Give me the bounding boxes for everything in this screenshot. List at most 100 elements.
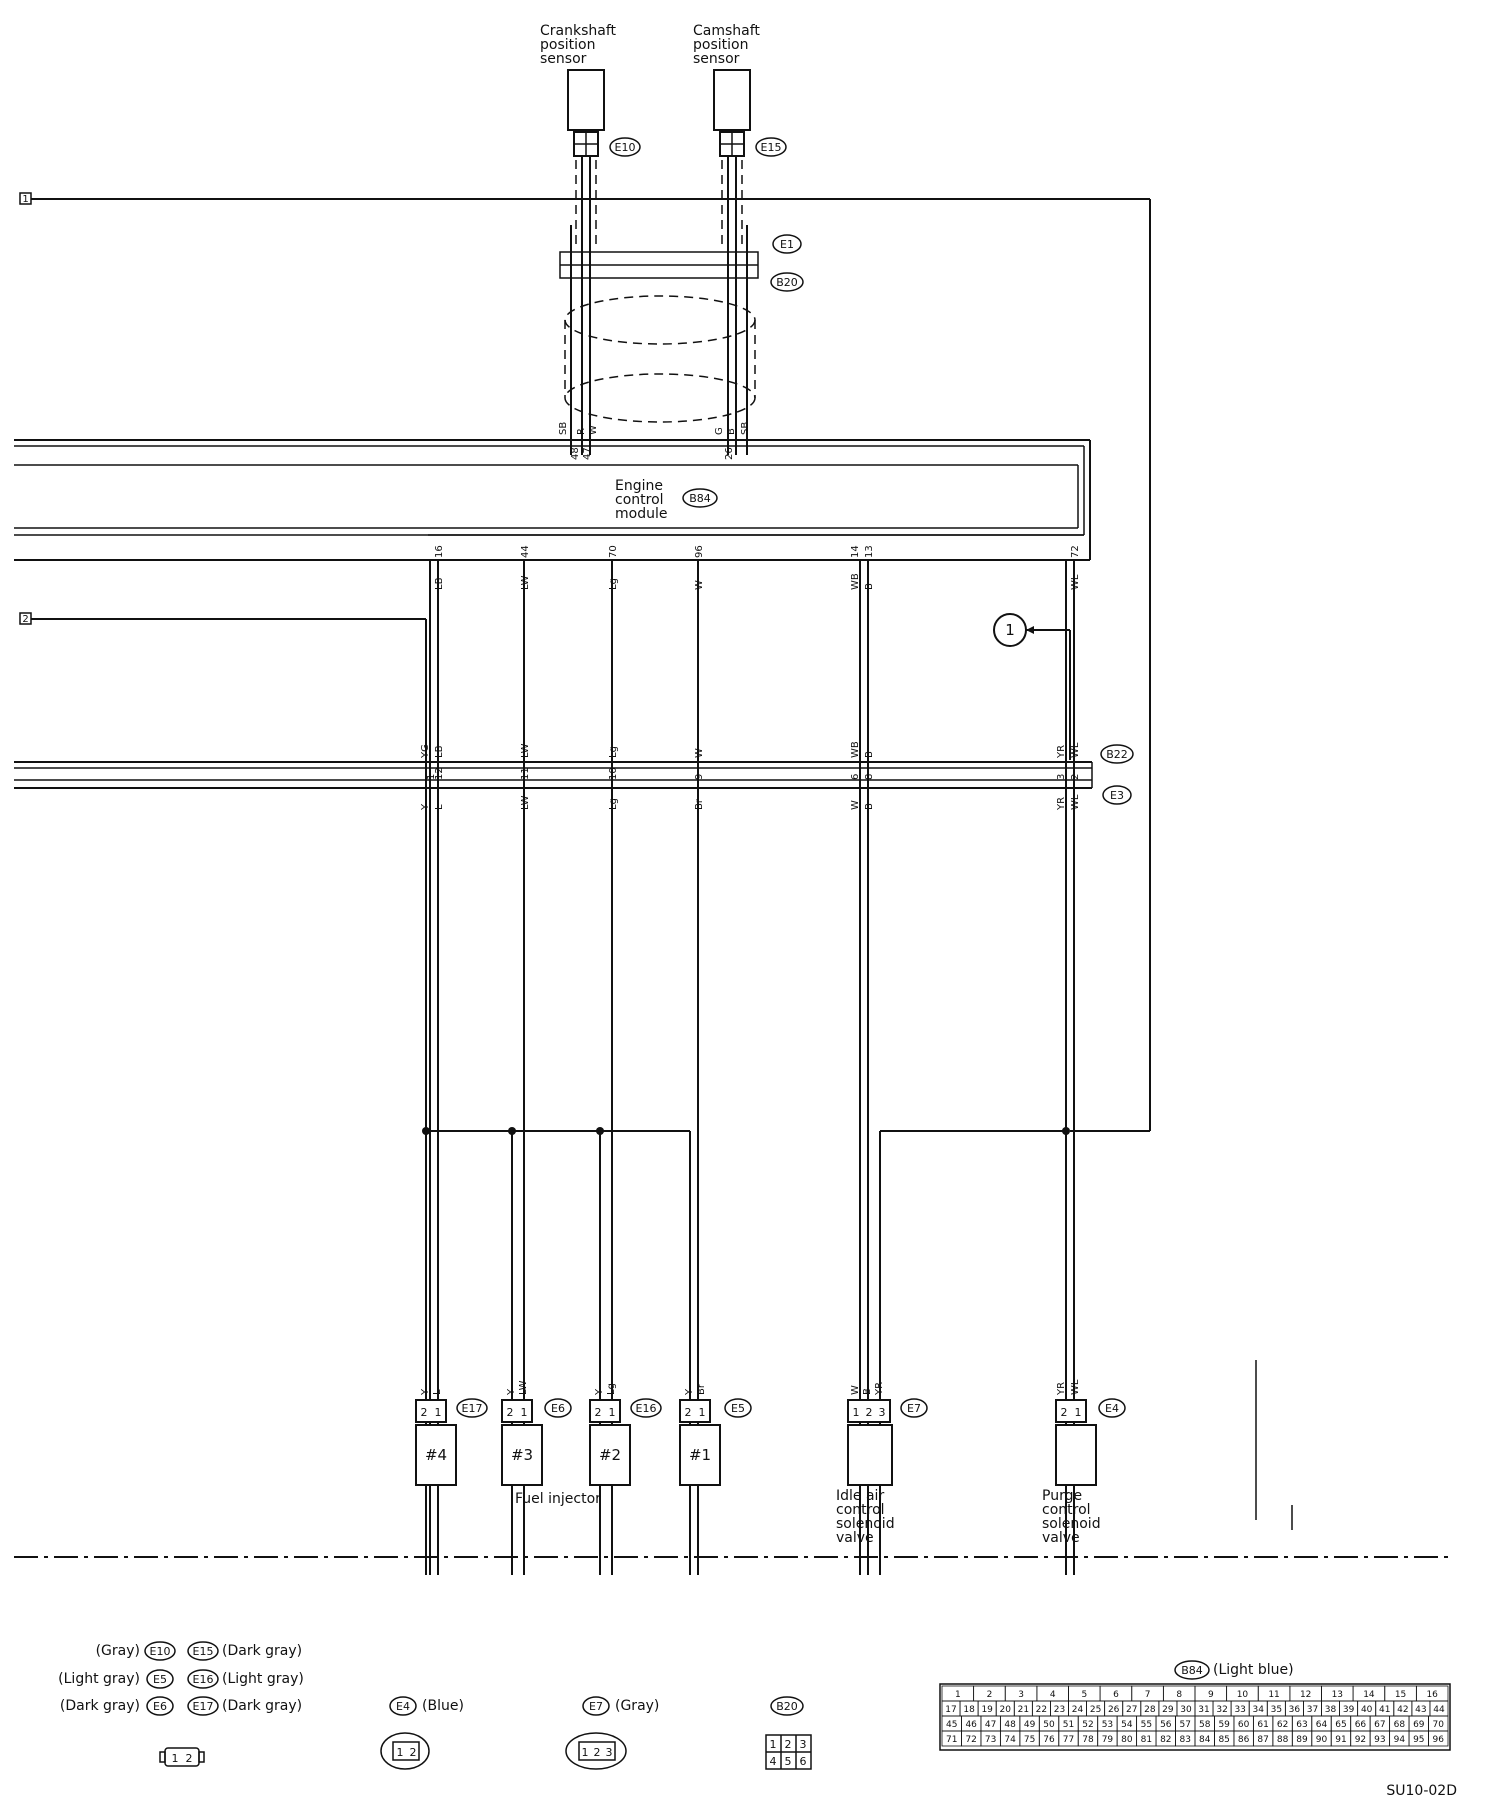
legend-e7-pin2: 2 (594, 1746, 601, 1759)
e3-color-y: Y (420, 803, 431, 811)
b84-pin-label: 45 (946, 1720, 957, 1730)
ecm-pin-48: 48 (570, 447, 581, 460)
b84-pin-label: 50 (1043, 1720, 1055, 1730)
b84-pin-label: 83 (1180, 1735, 1191, 1745)
injector-power-bus (422, 1127, 1070, 1575)
ref-line-2: 2 (19, 612, 427, 1575)
b84-pin-label: 73 (985, 1735, 996, 1745)
e4-tag: E4 (1105, 1402, 1119, 1415)
b84-pin-label: 94 (1394, 1735, 1406, 1745)
b84-pin-label: 38 (1325, 1705, 1337, 1715)
injector-3: Y LW 2 1 E6 #3 (501, 1380, 572, 1486)
e10-tag-outline (609, 137, 641, 157)
ecm-pin-70: 70 (608, 545, 619, 558)
inj1-label: #1 (689, 1446, 711, 1464)
purge-label-2: control (1042, 1502, 1091, 1518)
legend-b20: B20 1 2 3 4 5 6 (765, 1696, 812, 1770)
e3-tag: E3 (1110, 789, 1124, 802)
e15-tag: E15 (761, 141, 782, 154)
b84-pin-label: 42 (1397, 1705, 1408, 1715)
legend-row1-lc: (Gray) (96, 1643, 140, 1659)
inj4-color-y: Y (420, 1388, 431, 1396)
b84-pin-label: 28 (1144, 1705, 1156, 1715)
legend-b20-id: B20 (776, 1700, 798, 1713)
b84-pin-label: 67 (1374, 1720, 1385, 1730)
b84-pin-label: 52 (1082, 1720, 1093, 1730)
b84-pin-label: 96 (1433, 1735, 1445, 1745)
purge-color-wl: WL (1070, 1379, 1081, 1395)
iac-color-b: B (862, 1388, 873, 1395)
b84-pin-label: 86 (1238, 1735, 1250, 1745)
wire-color-lb: LB (434, 577, 445, 590)
b84-pin-label: 10 (1237, 1690, 1249, 1700)
e3-color-lw: LW (520, 795, 531, 810)
b22-e3-junction: B22 E3 1 12 11 10 9 6 8 3 2 YG LB LW Lg … (14, 741, 1134, 811)
wire-color-wb: WB (850, 573, 861, 590)
b84-pin-label: 8 (1176, 1690, 1182, 1700)
e3-color-w: W (850, 800, 861, 810)
wire-color-sb: SB (558, 422, 569, 435)
wire-color-b: B (726, 428, 737, 435)
inj1-pin-2: 2 (685, 1406, 692, 1419)
circle-ref-1: 1 (993, 613, 1071, 760)
b22-pin-1: 1 (426, 774, 437, 780)
crankshaft-sensor: Crankshaft position sensor E10 (540, 23, 641, 157)
legend-e4-pin2: 2 (410, 1746, 417, 1759)
e3-color-b: B (864, 803, 875, 810)
b84-pin-label: 27 (1126, 1705, 1137, 1715)
b84-pin-label: 63 (1296, 1720, 1307, 1730)
b84-pin-label: 80 (1121, 1735, 1133, 1745)
diagram-id: SU10-02D (1386, 1783, 1457, 1799)
legend-row3-a: E6 (153, 1700, 167, 1713)
inj1-color-br: Br (696, 1383, 707, 1395)
b84-pin-label: 17 (945, 1705, 956, 1715)
b84-pin-label: 13 (1332, 1690, 1343, 1700)
legend-e-connectors: (Gray) E10 E15 (Dark gray) (Light gray) … (58, 1641, 304, 1767)
inj2-color-lg: Lg (606, 1383, 617, 1395)
legend-row2-rc: (Light gray) (222, 1671, 304, 1687)
idle-air-control-valve: W B YR 1 2 3 E7 Idle air control solenoi… (836, 1382, 928, 1546)
wire-color-w2: W (694, 580, 705, 590)
purge-pin-2: 2 (1061, 1406, 1068, 1419)
b84-pin-label: 56 (1160, 1720, 1172, 1730)
b22-pin-11: 11 (520, 767, 531, 780)
b84-pin-label: 25 (1090, 1705, 1101, 1715)
ecm-pin-16: 16 (434, 545, 445, 558)
ecm-pin-26: 26 (724, 447, 735, 460)
b84-pin-label: 54 (1121, 1720, 1133, 1730)
legend-row3-rc: (Dark gray) (222, 1698, 302, 1714)
b22-tag: B22 (1106, 748, 1128, 761)
b84-pin-label: 62 (1277, 1720, 1288, 1730)
shield-wire-colors: SB R W G B SB (558, 422, 751, 435)
b84-pin-label: 4 (1050, 1690, 1056, 1700)
b84-pin-label: 5 (1081, 1690, 1087, 1700)
e1-b20-joint: E1 B20 (559, 234, 804, 292)
b84-pin-label: 77 (1063, 1735, 1074, 1745)
b84-pin-label: 57 (1180, 1720, 1191, 1730)
e3-color-yr: YR (1056, 797, 1067, 811)
b84-pin-label: 53 (1102, 1720, 1113, 1730)
legend-row1-a: E10 (150, 1645, 171, 1658)
b84-pin-label: 1 (955, 1690, 961, 1700)
inj3-color-lw: LW (518, 1380, 529, 1395)
b84-pin-label: 66 (1355, 1720, 1367, 1730)
ref-line-1: 1 (19, 192, 1151, 1132)
b84-pin-label: 34 (1253, 1705, 1265, 1715)
wire-color-r: R (576, 428, 587, 435)
inj2-pin-2: 2 (595, 1406, 602, 1419)
legend-e7-pin3: 3 (606, 1746, 613, 1759)
legend-e7-color: (Gray) (615, 1698, 659, 1714)
inj3-pin-1: 1 (521, 1406, 528, 1419)
crank-label-2: position (540, 37, 595, 53)
b84-pin-label: 68 (1394, 1720, 1406, 1730)
b84-pin-label: 11 (1268, 1690, 1279, 1700)
b22-pin-3: 3 (1056, 774, 1067, 780)
b84-pin-label: 74 (1004, 1735, 1016, 1745)
b84-pin-label: 6 (1113, 1690, 1119, 1700)
b84-pin-label: 78 (1082, 1735, 1094, 1745)
b84-pin-label: 9 (1208, 1690, 1214, 1700)
legend-b20-pin6: 6 (800, 1755, 807, 1768)
ecm-pin-96: 96 (694, 545, 705, 558)
b84-pin-label: 23 (1054, 1705, 1065, 1715)
